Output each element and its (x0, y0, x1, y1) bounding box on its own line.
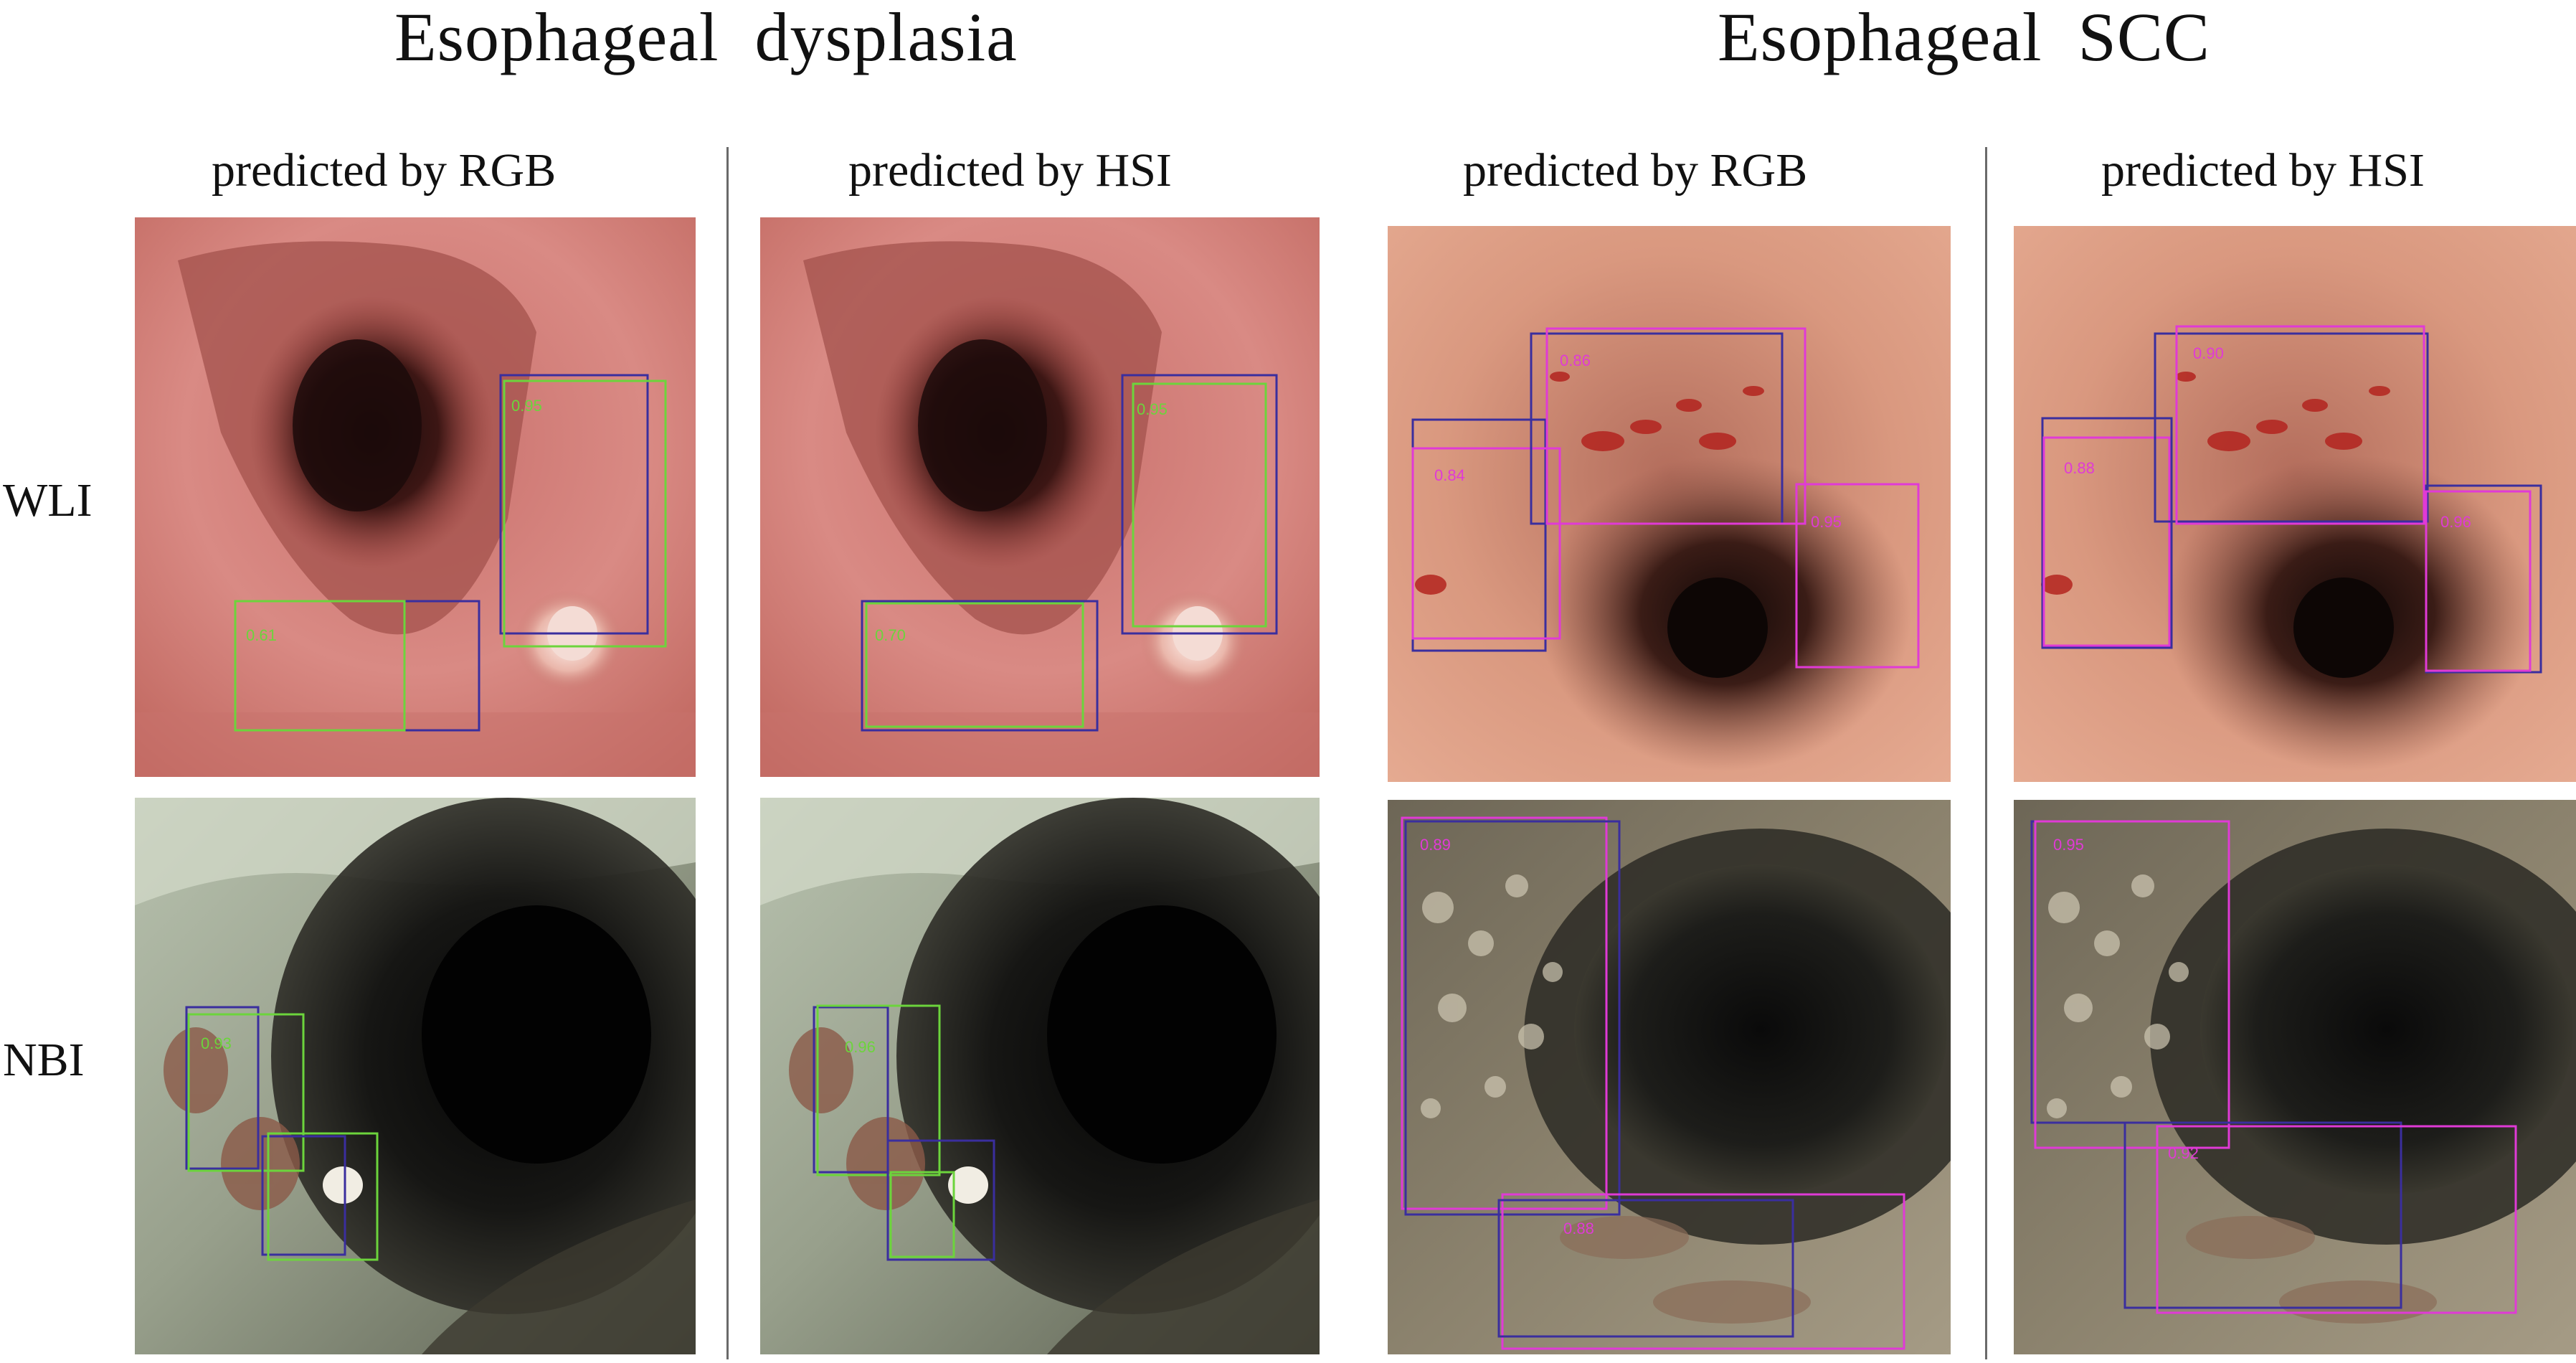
image-scc-rgb-wli: 0.86 0.84 0.95 (1388, 226, 1951, 782)
col-title-scc-rgb: predicted by RGB (1463, 144, 1808, 197)
group-title-scc: Esophageal SCC (1718, 0, 2210, 75)
score-label: 0.93 (201, 1034, 232, 1052)
col-title-dysplasia-hsi: predicted by HSI (848, 144, 1172, 197)
row-label-wli: WLI (3, 474, 93, 527)
score-label: 0.95 (1811, 513, 1842, 531)
group-title-dysplasia: Esophageal dysplasia (394, 0, 1018, 75)
score-label: 0.70 (875, 626, 906, 644)
divider-dysplasia (726, 147, 729, 1359)
score-label: 0.88 (2064, 459, 2095, 477)
image-scc-hsi-wli: 0.90 0.88 0.96 (2014, 226, 2576, 782)
score-label: 0.95 (2053, 836, 2084, 854)
col-title-scc-hsi: predicted by HSI (2101, 144, 2425, 197)
image-scc-rgb-nbi: 0.89 0.88 (1388, 800, 1951, 1354)
score-label: 0.84 (1434, 466, 1465, 484)
score-label: 0.92 (2168, 1144, 2199, 1162)
score-label: 0.96 (845, 1038, 876, 1056)
score-label: 0.95 (511, 397, 542, 415)
image-dysplasia-rgb-wli: 0.95 0.61 (135, 217, 696, 777)
image-dysplasia-hsi-wli: 0.95 0.70 (760, 217, 1320, 777)
score-label: 0.95 (1137, 400, 1168, 418)
row-label-nbi: NBI (3, 1034, 85, 1086)
score-label: 0.96 (2440, 513, 2471, 531)
score-label: 0.86 (1560, 352, 1591, 369)
image-scc-hsi-nbi: 0.95 0.92 (2014, 800, 2576, 1354)
score-label: 0.88 (1563, 1220, 1594, 1237)
score-label: 0.90 (2193, 344, 2224, 362)
col-title-dysplasia-rgb: predicted by RGB (212, 144, 557, 197)
image-dysplasia-rgb-nbi: 0.93 (135, 798, 696, 1354)
score-label: 0.61 (246, 626, 277, 644)
score-label: 0.89 (1420, 836, 1451, 854)
image-dysplasia-hsi-nbi: 0.96 (760, 798, 1320, 1354)
divider-scc (1985, 147, 1987, 1359)
